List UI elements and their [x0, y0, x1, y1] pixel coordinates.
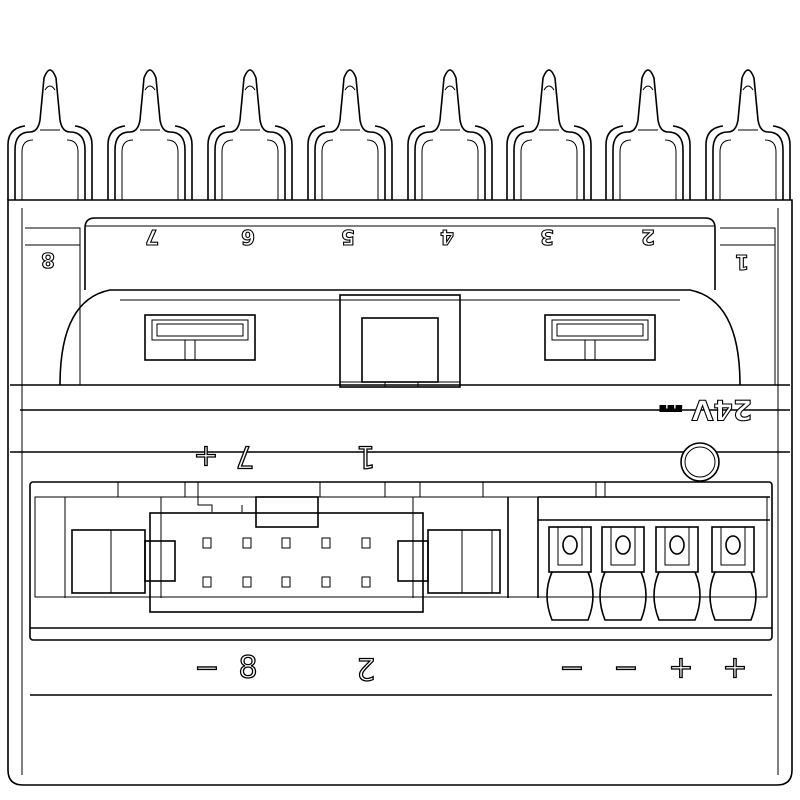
prong — [407, 69, 493, 200]
screw-icon — [669, 535, 685, 555]
pin-label-7: 7 — [145, 225, 159, 249]
pin-label-3: 3 — [540, 225, 554, 249]
header-pin — [281, 537, 291, 549]
prong — [207, 69, 293, 200]
pin-label-8: 8 — [41, 248, 55, 272]
terminal-label-1: − — [559, 651, 584, 686]
screw-icon — [615, 535, 631, 555]
screw-terminal-block — [546, 526, 757, 621]
center-socket — [339, 294, 461, 388]
terminal-label-2: − — [613, 651, 638, 686]
label-8: 8 — [238, 651, 257, 686]
label-band — [84, 217, 716, 290]
terminal — [599, 526, 647, 621]
prong — [7, 69, 93, 200]
plus-label: + — [193, 439, 218, 474]
label-1: 1 — [356, 439, 375, 474]
pin-label-2: 2 — [641, 225, 655, 249]
housing-outline — [7, 199, 793, 786]
minus-label: − — [194, 651, 219, 686]
label-7: 7 — [235, 439, 254, 474]
left-latch-slot — [144, 314, 256, 361]
header-pin — [361, 576, 371, 588]
header-pin — [321, 576, 331, 588]
pin-label-5: 5 — [341, 225, 355, 249]
header-pin — [202, 537, 212, 549]
pin-label-1: 1 — [735, 250, 749, 274]
terminal — [653, 526, 701, 621]
header-pin — [242, 537, 252, 549]
prong — [307, 69, 393, 200]
mounting-pin — [680, 442, 720, 482]
voltage-label: 24V ⎓ — [660, 394, 753, 427]
prong — [506, 69, 592, 200]
header-pin — [281, 576, 291, 588]
screw-icon — [562, 535, 578, 555]
header-pin — [202, 576, 212, 588]
right-latch-slot — [544, 314, 656, 361]
connector-frame — [29, 481, 773, 641]
terminal-label-4: + — [722, 651, 747, 686]
prong — [107, 69, 193, 200]
pin-label-4: 4 — [440, 225, 454, 249]
header-pin — [321, 537, 331, 549]
label-2: 2 — [356, 651, 375, 686]
prong — [705, 69, 791, 200]
terminal — [546, 526, 594, 621]
terminal-label-3: + — [668, 651, 693, 686]
screw-icon — [725, 535, 741, 555]
header-pin — [242, 576, 252, 588]
pin-label-6: 6 — [241, 225, 255, 249]
terminal — [709, 526, 757, 621]
header-pin — [361, 537, 371, 549]
prong-row — [7, 69, 791, 200]
prong — [605, 69, 691, 200]
pin-header — [71, 482, 501, 613]
